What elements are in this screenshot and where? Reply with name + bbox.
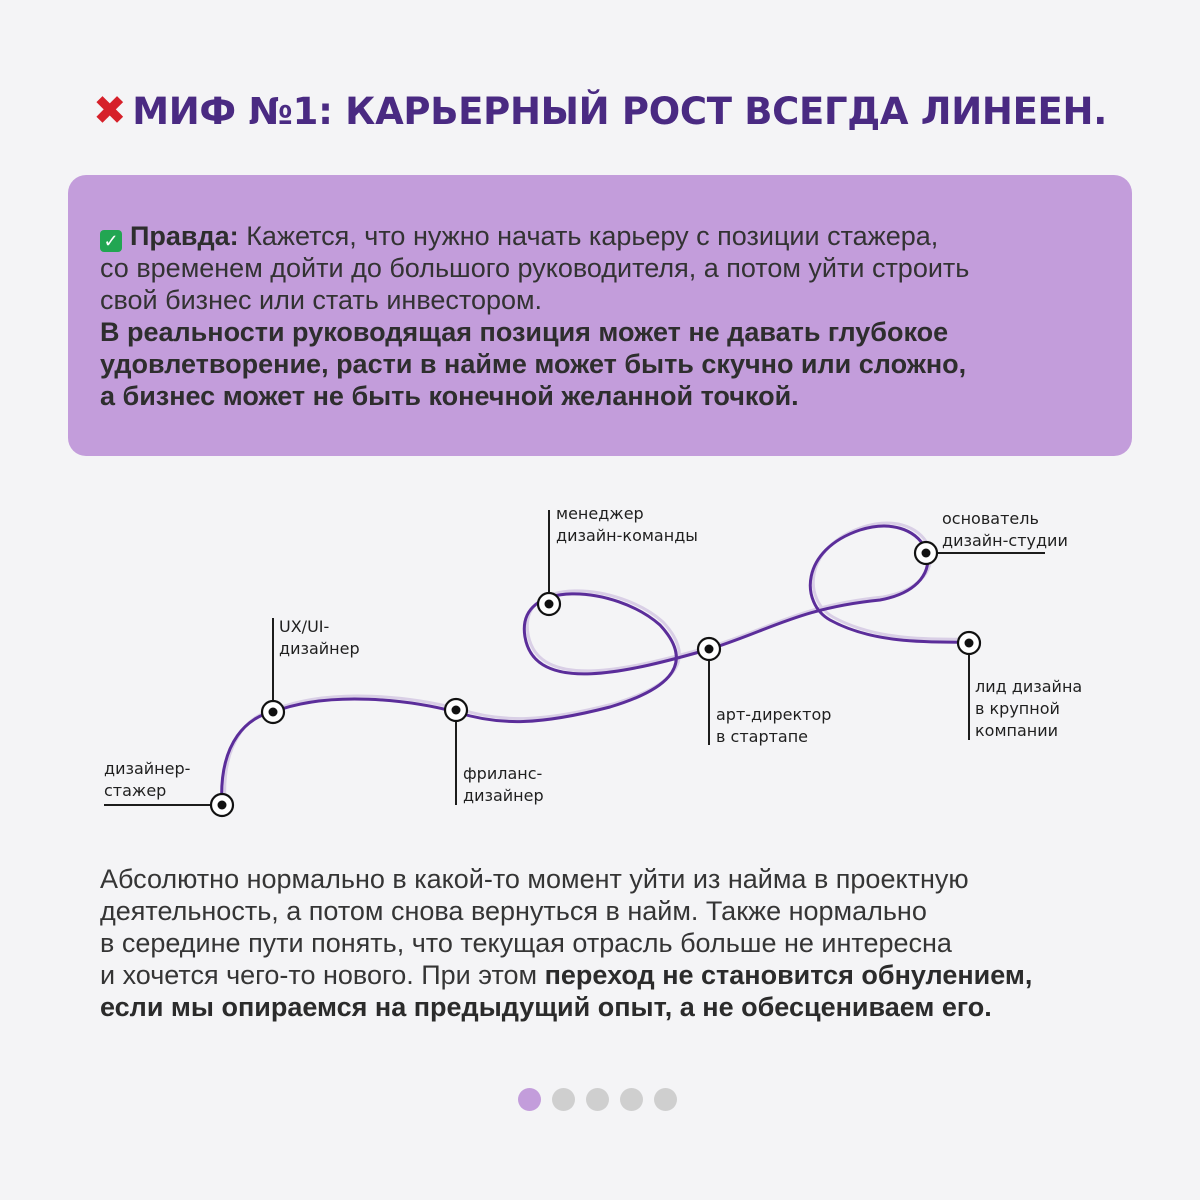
node-artdirector	[696, 636, 722, 662]
body-line-4: и хочется чего-то нового. При этом	[100, 960, 545, 990]
node-uxui	[260, 699, 286, 725]
body-paragraph: Абсолютно нормально в какой-то момент уй…	[100, 863, 1120, 1023]
node-lead	[956, 630, 982, 656]
title-text: МИФ №1: КАРЬЕРНЫЙ РОСТ ВСЕГДА ЛИНЕЕН.	[132, 90, 1107, 133]
pagination-dot-3[interactable]	[586, 1088, 609, 1111]
label-intern-2: стажер	[104, 781, 166, 800]
truth-line-3: свой бизнес или стать инвестором.	[100, 285, 543, 315]
label-freelance-2: дизайнер	[463, 786, 544, 805]
cross-mark-icon: ✖	[93, 88, 127, 134]
label-lead-1: лид дизайна	[975, 677, 1082, 696]
label-founder-1: основатель	[942, 509, 1039, 528]
body-line-5-bold: если мы опираемся на предыдущий опыт, а …	[100, 992, 992, 1022]
truth-box	[68, 175, 1132, 456]
node-founder	[913, 540, 939, 566]
label-intern-1: дизайнер-	[104, 759, 190, 778]
check-mark-icon: ✓	[100, 230, 122, 252]
label-artdirector-1: арт-директор	[716, 705, 831, 724]
label-uxui-1: UX/UI-	[279, 617, 329, 636]
career-path-line	[220, 524, 981, 807]
label-freelance-1: фриланс-	[463, 764, 542, 783]
node-intern	[209, 792, 235, 818]
page-title: ✖МИФ №1: КАРЬЕРНЫЙ РОСТ ВСЕГДА ЛИНЕЕН.	[0, 88, 1200, 134]
node-freelance	[443, 697, 469, 723]
label-manager-1: менеджер	[556, 504, 644, 523]
label-lead-2: в крупной	[975, 699, 1060, 718]
body-line-4-bold: переход не становится обнулением,	[544, 960, 1033, 990]
truth-bold-line-3: а бизнес может не быть конечной желанной…	[100, 381, 799, 411]
truth-line-2: со временем дойти до большого руководите…	[100, 253, 970, 283]
pagination-dot-5[interactable]	[654, 1088, 677, 1111]
truth-label: Правда:	[130, 221, 239, 251]
label-founder-2: дизайн-студии	[942, 531, 1068, 550]
node-manager	[536, 591, 562, 617]
body-line-1: Абсолютно нормально в какой-то момент уй…	[100, 864, 969, 894]
label-manager-2: дизайн-команды	[556, 526, 698, 545]
path-shadow	[223, 521, 974, 804]
truth-line-1: Кажется, что нужно начать карьеру с пози…	[246, 221, 939, 251]
label-artdirector-2: в стартапе	[716, 727, 808, 746]
truth-bold-line-1: В реальности руководящая позиция может н…	[100, 317, 949, 347]
pagination-dot-4[interactable]	[620, 1088, 643, 1111]
label-lead-3: компании	[975, 721, 1058, 740]
pagination-dot-1[interactable]	[518, 1088, 541, 1111]
body-line-3: в середине пути понять, что текущая отра…	[100, 928, 952, 958]
pagination-dot-2[interactable]	[552, 1088, 575, 1111]
label-uxui-2: дизайнер	[279, 639, 360, 658]
pagination-dots	[518, 1088, 677, 1111]
body-line-2: деятельность, а потом снова вернуться в …	[100, 896, 927, 926]
truth-text: ✓ Правда: Кажется, что нужно начать карье…	[100, 220, 1110, 412]
truth-bold-line-2: удовлетворение, расти в найме может быть…	[100, 349, 967, 379]
